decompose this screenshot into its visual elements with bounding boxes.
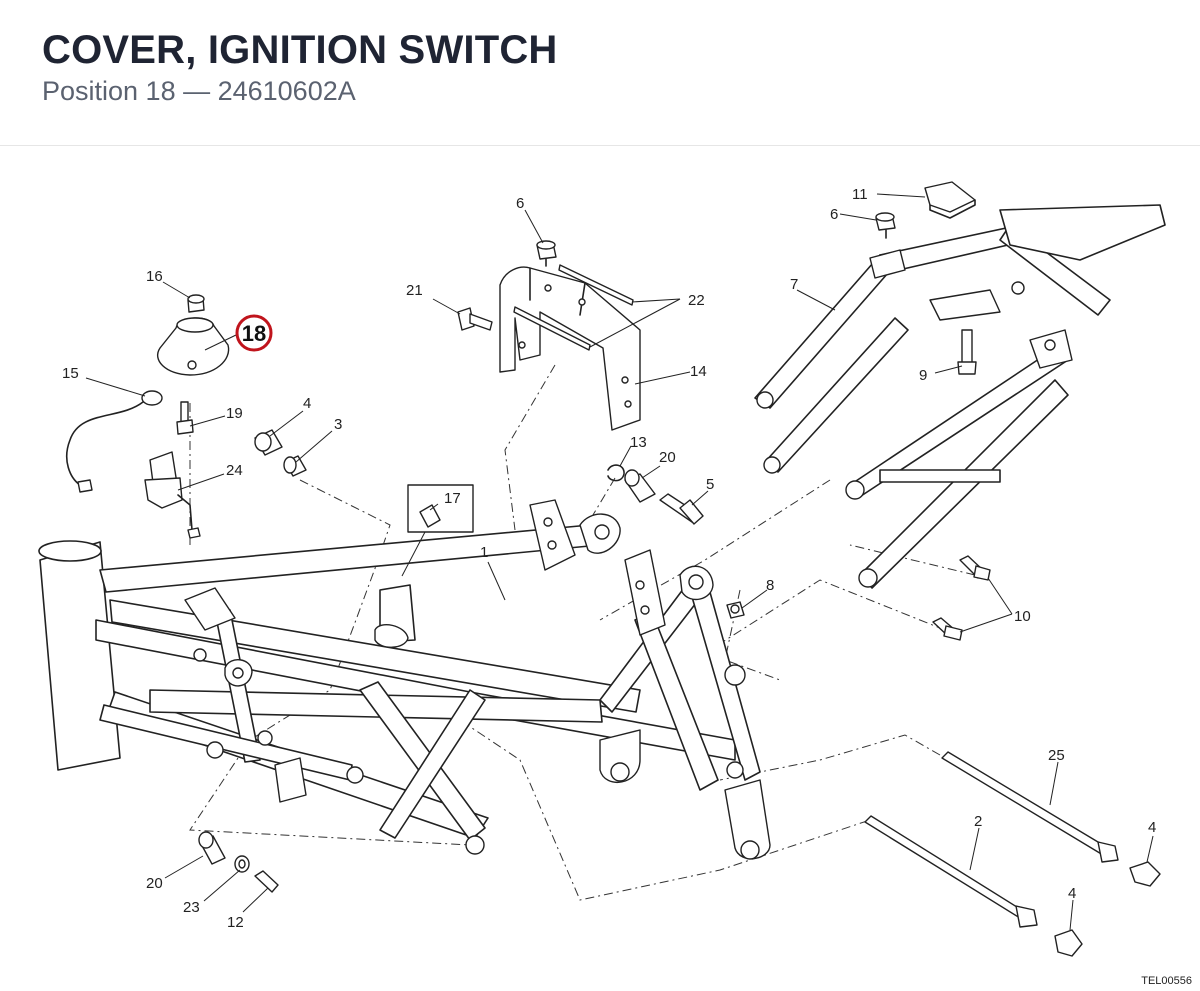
part-position-subtitle: Position 18 — 24610602A <box>42 76 356 106</box>
washer-23 <box>234 855 250 873</box>
highlight-callout-18[interactable]: 18 <box>235 314 273 352</box>
bolt-9 <box>957 329 977 375</box>
callout-21[interactable]: 21 <box>406 282 423 299</box>
callout-2[interactable]: 2 <box>974 813 982 830</box>
assembly-lines <box>189 364 976 901</box>
caps-4-lower <box>1054 861 1161 957</box>
callout-5[interactable]: 5 <box>706 476 714 493</box>
page-title: COVER, IGNITION SWITCH <box>42 28 558 72</box>
callout-13[interactable]: 13 <box>630 434 647 451</box>
switch-24 <box>144 451 201 539</box>
bolt-12 <box>254 870 279 893</box>
shaft-19 <box>176 401 194 435</box>
highlight-circle <box>235 314 273 352</box>
cap-16 <box>187 294 205 313</box>
callout-10[interactable]: 10 <box>1014 608 1031 625</box>
callout-14[interactable]: 14 <box>690 363 707 380</box>
callout-7[interactable]: 7 <box>790 276 798 293</box>
callout-23[interactable]: 23 <box>183 899 200 916</box>
bush-4-top <box>254 429 283 456</box>
nut-6-right <box>875 212 896 239</box>
bracket-14 <box>499 266 641 431</box>
callout-20-top[interactable]: 20 <box>659 449 676 466</box>
nut-6-center <box>536 240 557 267</box>
callout-25[interactable]: 25 <box>1048 747 1065 764</box>
page-header: COVER, IGNITION SWITCH Position 18 — 246… <box>0 0 1200 146</box>
bolt-21 <box>457 307 493 331</box>
callout-15[interactable]: 15 <box>62 365 79 382</box>
ignition-cover-18 <box>157 317 230 376</box>
callout-11[interactable]: 11 <box>852 186 868 203</box>
highlight-label: 18 <box>242 321 266 346</box>
washer-3 <box>283 455 307 477</box>
callout-1[interactable]: 1 <box>480 544 488 561</box>
callout-3[interactable]: 3 <box>334 416 342 433</box>
spacer-20-lower <box>198 831 226 865</box>
wire-loop-15 <box>65 390 163 493</box>
callout-9[interactable]: 9 <box>919 367 927 384</box>
callout-labels: 1 2 3 4 4 4 5 6 6 7 8 9 10 11 12 13 14 1… <box>62 186 1156 931</box>
callout-4-top[interactable]: 4 <box>303 395 311 412</box>
callout-12[interactable]: 12 <box>227 914 244 931</box>
pin-5 <box>659 493 704 525</box>
callout-19[interactable]: 19 <box>226 405 243 422</box>
long-bolt-2 <box>864 815 1038 928</box>
callout-4-bottom[interactable]: 4 <box>1068 885 1076 902</box>
callout-8[interactable]: 8 <box>766 577 774 594</box>
drawing-id: TEL00556 <box>1141 975 1192 987</box>
fastener-17-inset <box>407 484 474 533</box>
callout-6-center[interactable]: 6 <box>516 195 524 212</box>
callout-22[interactable]: 22 <box>688 292 705 309</box>
exploded-parts-diagram: 18 1 2 3 4 4 4 5 6 6 7 8 9 10 11 12 13 1… <box>38 181 1166 957</box>
strips-22 <box>513 264 634 351</box>
long-bolt-25 <box>941 751 1119 863</box>
nut-8 <box>726 601 745 619</box>
cap-11 <box>924 181 976 219</box>
callout-16[interactable]: 16 <box>146 268 163 285</box>
leader-lines <box>85 193 1154 931</box>
rear-subframe <box>754 204 1166 589</box>
callout-24[interactable]: 24 <box>226 462 243 479</box>
callout-20-bottom[interactable]: 20 <box>146 875 163 892</box>
callout-17[interactable]: 17 <box>444 490 461 507</box>
main-frame <box>38 499 771 860</box>
spacer-20-top <box>624 469 656 503</box>
bolts-10 <box>932 555 991 641</box>
clip-13 <box>607 464 625 482</box>
callout-6-right[interactable]: 6 <box>830 206 838 223</box>
callout-4-right[interactable]: 4 <box>1148 819 1156 836</box>
